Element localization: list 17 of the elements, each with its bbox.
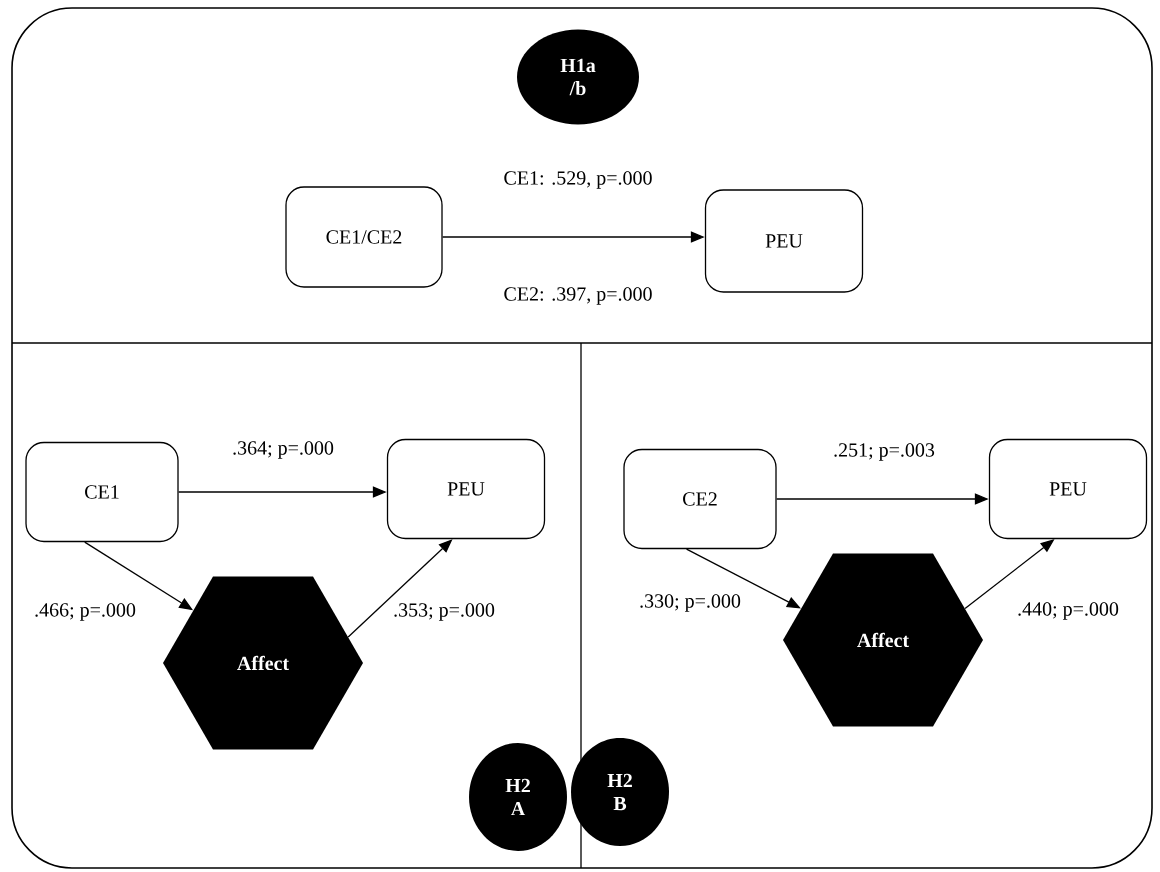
construct-box: CE2 [623, 448, 777, 550]
edge-label: .353; p=.000 [392, 602, 496, 622]
construct-box: CE1 [25, 441, 179, 543]
edge-label: .330; p=.000 [638, 593, 742, 613]
arrow [685, 548, 801, 609]
edge-label: .466; p=.000 [33, 602, 137, 622]
edge-label: .440; p=.000 [1016, 601, 1120, 621]
construct-box: CE1/CE2 [285, 186, 443, 288]
affect-hexagon: Affect [783, 553, 983, 727]
coefficient-label: CE2: .397, p=.000 [504, 287, 652, 305]
edge-label: .364; p=.000 [231, 440, 335, 460]
construct-box: PEU [988, 438, 1148, 540]
edge-label: .251; p=.003 [832, 442, 936, 462]
construct-box: PEU [386, 438, 546, 540]
affect-hexagon: Affect [163, 576, 363, 750]
construct-box: PEU [704, 189, 864, 293]
edge-label: CE1: .529, p=.000 [502, 170, 654, 190]
